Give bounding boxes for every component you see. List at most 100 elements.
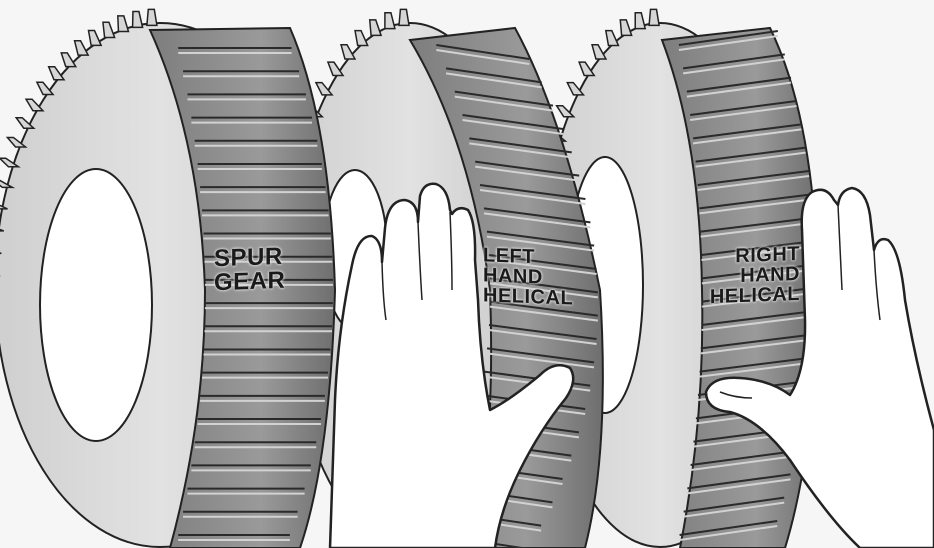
tooth-line: [486, 347, 595, 364]
tooth-highlight: [488, 329, 597, 345]
rim-tooth: [314, 81, 334, 96]
tooth-line: [697, 170, 810, 186]
tooth-line: [701, 286, 817, 303]
tooth-highlight: [486, 235, 595, 252]
rim-tooth: [340, 44, 357, 60]
gear-bore: [39, 168, 153, 442]
tooth-highlight: [683, 501, 785, 518]
tooth-line: [690, 100, 797, 116]
right-hand-helical-label: RIGHT HAND HELICAL: [684, 243, 800, 309]
tooth-highlight: [699, 361, 812, 378]
rim-tooth: [566, 81, 586, 96]
tooth-line: [690, 450, 797, 466]
tooth-line: [679, 520, 778, 536]
spur-gear: [0, 8, 337, 548]
tooth-highlight: [690, 455, 797, 471]
tooth-line: [479, 184, 586, 200]
tooth-line: [488, 254, 597, 270]
rim-tooth: [24, 98, 45, 112]
tooth-highlight: [700, 221, 815, 238]
tooth-line: [700, 333, 814, 350]
helical-tooth-lines: [678, 30, 817, 541]
tooth-line: [488, 324, 597, 340]
label-line: HELICAL: [709, 282, 800, 309]
tooth-line: [483, 207, 591, 224]
tooth-line: [695, 146, 806, 163]
tooth-line: [678, 30, 778, 46]
tooth-line: [489, 277, 598, 294]
rim-tooth: [0, 252, 2, 255]
rim-tooth: [146, 8, 158, 27]
rim-tooth: [634, 12, 647, 30]
rim-tooth: [354, 29, 369, 47]
rim-tooth: [5, 136, 28, 148]
rim-tooth: [131, 10, 144, 29]
tooth-highlight: [678, 35, 778, 51]
rim-tooth: [648, 8, 660, 27]
rim-tooth: [87, 29, 103, 47]
rim-tooth: [619, 19, 633, 37]
tooth-highlight: [486, 352, 595, 369]
tooth-highlight: [488, 259, 597, 275]
rim-tooth: [604, 29, 620, 47]
tooth-highlight: [701, 315, 816, 331]
rim-tooth: [14, 116, 36, 129]
tooth-highlight: [475, 165, 580, 182]
tooth-highlight: [682, 58, 785, 75]
tooth-line: [436, 44, 530, 60]
rim-tooth: [555, 104, 576, 118]
tooth-line: [469, 137, 572, 154]
rim-tooth: [0, 228, 5, 232]
tooth-highlight: [699, 198, 812, 215]
tooth-highlight: [701, 245, 816, 261]
rim-tooth: [117, 15, 130, 33]
tooth-highlight: [469, 142, 572, 159]
tooth-highlight: [701, 291, 817, 308]
rim-tooth: [0, 204, 8, 210]
rim-tooth: [578, 61, 596, 77]
tooth-highlight: [454, 95, 554, 112]
tooth-line: [687, 473, 791, 490]
tooth-highlight: [690, 105, 797, 121]
tooth-highlight: [489, 282, 598, 299]
tooth-line: [701, 310, 816, 326]
tooth-line: [445, 67, 542, 84]
tooth-highlight: [445, 72, 542, 89]
rim-tooth: [0, 179, 16, 189]
tooth-highlight: [483, 212, 591, 229]
rim-tooth: [398, 8, 410, 27]
tooth-line: [701, 240, 816, 256]
tooth-line: [700, 216, 815, 233]
rim-tooth: [60, 52, 78, 68]
tooth-highlight: [462, 119, 564, 135]
tooth-highlight: [695, 151, 806, 168]
rim-tooth: [0, 157, 21, 168]
gear-tooth-face: [148, 26, 337, 548]
rim-tooth: [591, 44, 608, 60]
tooth-highlight: [479, 189, 586, 205]
rim-tooth: [47, 65, 66, 81]
tooth-highlight: [687, 478, 791, 495]
tooth-highlight: [692, 128, 802, 145]
label-line: HELICAL: [483, 284, 574, 310]
rim-tooth: [384, 12, 396, 30]
tooth-line: [683, 496, 785, 513]
spur-tooth-lines: [178, 47, 333, 541]
tooth-line: [692, 123, 802, 140]
tooth-highlight: [700, 338, 814, 355]
gear-rim-teeth: [0, 8, 158, 277]
tooth-line: [701, 263, 817, 280]
tooth-line: [699, 193, 812, 210]
tooth-highlight: [679, 525, 778, 541]
rim-tooth: [35, 81, 55, 96]
left-hand-helical-label: LEFT HAND HELICAL: [483, 244, 574, 310]
tooth-line: [489, 300, 598, 317]
tooth-line: [686, 76, 792, 93]
tooth-highlight: [436, 49, 530, 65]
tooth-line: [682, 53, 785, 70]
rim-tooth: [102, 21, 116, 39]
right-hand-drawing: [704, 186, 934, 548]
left-hand-drawing: [328, 182, 575, 548]
